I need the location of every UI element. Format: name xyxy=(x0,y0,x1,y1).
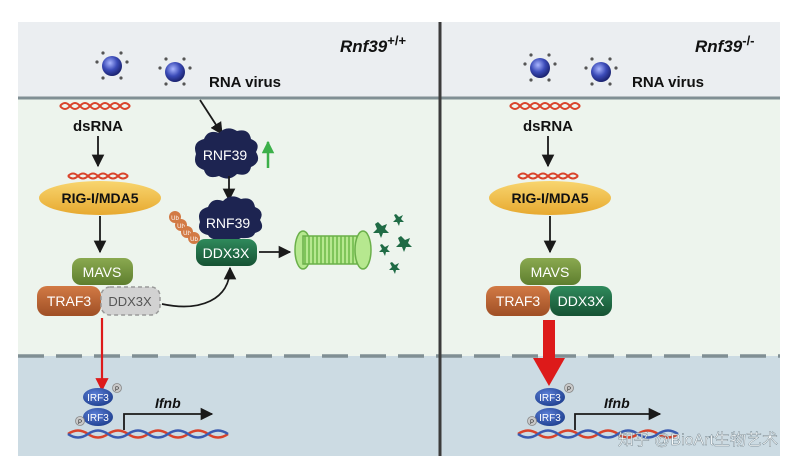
genotype-label-wt: Rnf39+/+ xyxy=(340,33,406,56)
right-panel: Rnf39-/- RNA virus dsRNA RIG-I/MDA5 MAVS… xyxy=(486,33,755,439)
svg-text:IRF3: IRF3 xyxy=(87,413,109,424)
cytoplasm-region xyxy=(18,98,780,356)
rig-i-mda5 xyxy=(39,181,161,215)
ifnb-gene-label: Ifnb xyxy=(155,395,181,411)
virus-particle xyxy=(158,57,192,86)
svg-text:P: P xyxy=(530,420,534,426)
rig-i-label: RIG-I/MDA5 xyxy=(512,190,589,206)
svg-text:Ub: Ub xyxy=(190,237,198,243)
irf3-dimer: IRF3 P IRF3 P xyxy=(527,383,574,426)
svg-text:Ub: Ub xyxy=(183,231,191,237)
svg-text:IRF3: IRF3 xyxy=(539,413,561,424)
mavs-protein xyxy=(72,258,133,285)
mavs-protein xyxy=(520,258,581,285)
rig-i-label: RIG-I/MDA5 xyxy=(62,190,139,206)
watermark: 知乎 @BioArt生物艺术 xyxy=(618,431,778,449)
dna-helix xyxy=(67,429,229,439)
rnf39-bound-label: RNF39 xyxy=(206,215,251,231)
dsrna-label: dsRNA xyxy=(523,118,573,135)
svg-text:Ub: Ub xyxy=(177,224,185,230)
ddx3x-bound-label: DDX3X xyxy=(203,245,250,261)
rna-virus-label: RNA virus xyxy=(632,74,704,91)
svg-text:P: P xyxy=(78,420,82,426)
ddx3x-dissociated xyxy=(100,286,161,316)
ubiquitin-chain: Ub Ub Ub Ub xyxy=(169,211,200,244)
ddx3x-grey-label: DDX3X xyxy=(108,294,152,309)
rnf39-label: RNF39 xyxy=(203,147,248,163)
rna-virus-label: RNA virus xyxy=(209,74,281,91)
ddx3x-protein xyxy=(550,286,612,316)
traf3-protein xyxy=(37,286,101,316)
traf3-label: TRAF3 xyxy=(496,293,541,309)
svg-text:P: P xyxy=(567,387,571,393)
svg-text:IRF3: IRF3 xyxy=(87,393,109,404)
traf3-label: TRAF3 xyxy=(47,293,92,309)
genotype-label-ko: Rnf39-/- xyxy=(695,33,755,56)
enhanced-activation-arrow xyxy=(533,320,565,386)
dna-helix xyxy=(517,429,679,439)
rnf39-bound-protein xyxy=(199,196,263,241)
ifnb-gene-label: Ifnb xyxy=(604,395,630,411)
svg-text:IRF3: IRF3 xyxy=(539,393,561,404)
traf3-protein xyxy=(486,286,550,316)
left-panel: Rnf39+/+ RNA virus dsRNA RIG-I/MDA5 MAVS xyxy=(37,33,412,439)
mavs-label: MAVS xyxy=(531,264,570,280)
svg-text:P: P xyxy=(115,387,119,393)
extracellular-band xyxy=(18,22,780,98)
virus-particle xyxy=(584,57,618,86)
svg-text:Ub: Ub xyxy=(171,216,179,222)
degradation-fragments xyxy=(373,214,412,274)
proteasome xyxy=(294,230,372,270)
dsrna-strand xyxy=(509,102,581,110)
dsrna-strand xyxy=(59,102,131,110)
rig-i-mda5 xyxy=(489,181,611,215)
dsrna-label: dsRNA xyxy=(73,118,123,135)
rnf39-protein xyxy=(195,128,259,179)
ddx3x-label: DDX3X xyxy=(558,293,605,309)
nucleus-region xyxy=(18,356,780,456)
virus-particle xyxy=(523,53,557,82)
ddx3x-bound-protein xyxy=(196,239,257,266)
virus-particle xyxy=(95,51,129,80)
irf3-dimer: IRF3 P IRF3 P xyxy=(75,383,122,426)
mavs-label: MAVS xyxy=(83,264,122,280)
